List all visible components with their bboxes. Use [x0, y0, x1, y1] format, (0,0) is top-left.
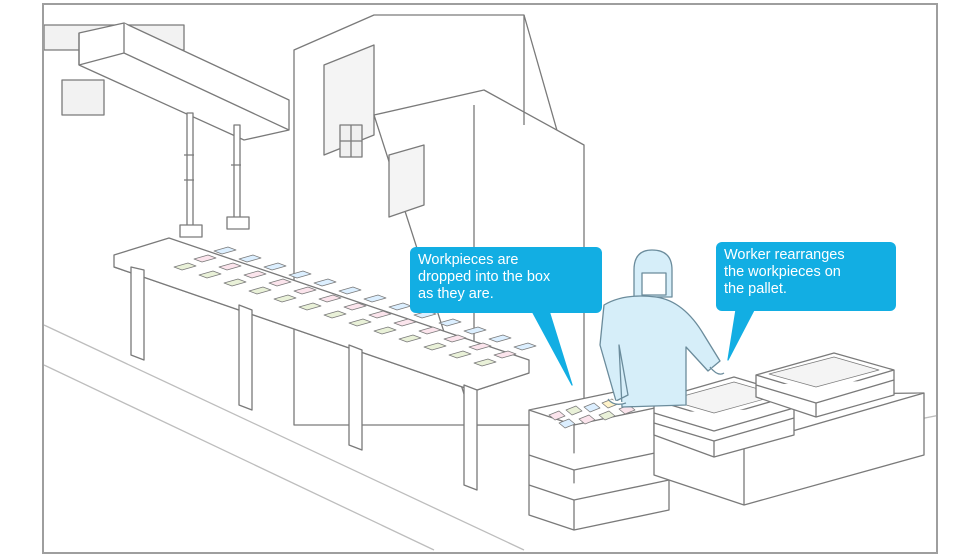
callout-line: the pallet. [724, 281, 787, 297]
collection-box-icon [528, 389, 670, 531]
callout-line: as they are. [418, 286, 494, 302]
callout-line: dropped into the box [418, 269, 551, 285]
callout-worker-pallet: Worker rearranges the workpieces on the … [716, 242, 896, 311]
worker-icon [599, 249, 725, 408]
pallet-stack-icon [653, 352, 925, 506]
callout-box-drop: Workpieces are dropped into the box as t… [410, 247, 602, 313]
callout-line: the workpieces on [724, 264, 841, 280]
callout-line: Workpieces are [418, 252, 519, 268]
callout-line: Worker rearranges [724, 247, 845, 263]
gantry-robot-icon [44, 22, 290, 238]
workpiece-rows [173, 246, 537, 367]
illustration-frame: Workpieces are dropped into the box as t… [42, 3, 938, 554]
conveyor-icon [113, 237, 537, 491]
